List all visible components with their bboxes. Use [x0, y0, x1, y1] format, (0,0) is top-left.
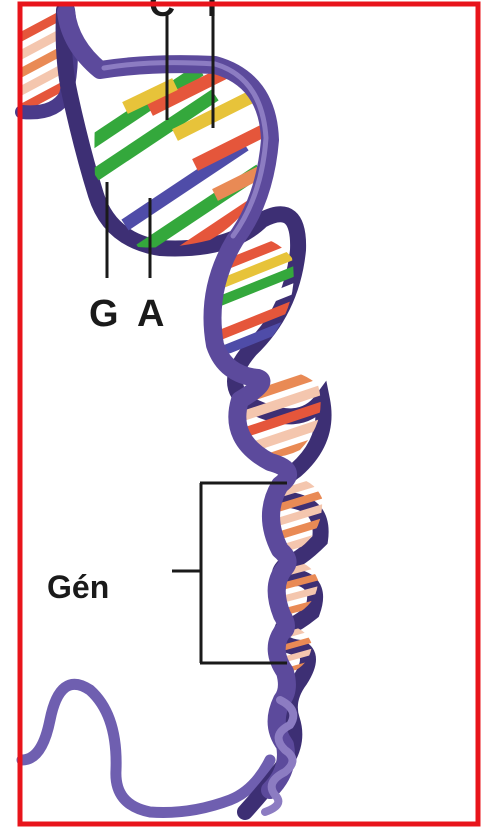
label-adenine: A: [137, 293, 164, 335]
label-guanine: G: [89, 293, 119, 335]
label-gene: Gén: [47, 569, 109, 605]
